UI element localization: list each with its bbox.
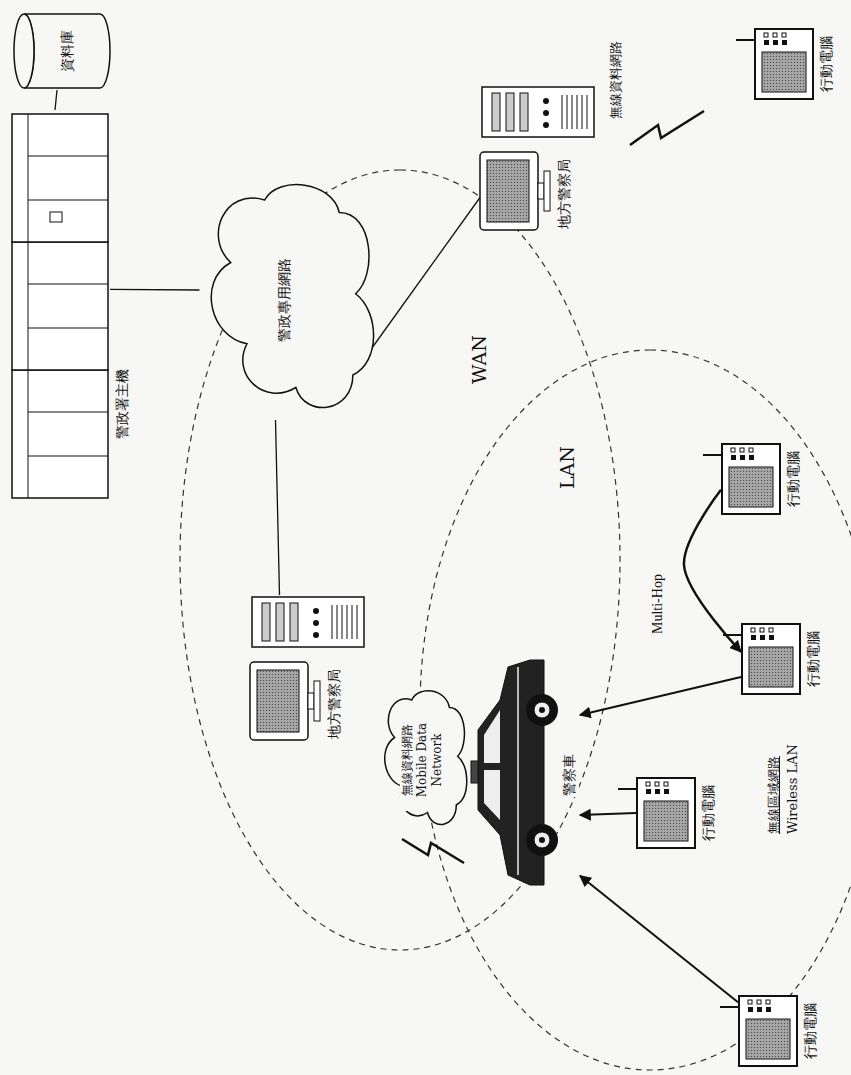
network-label: 無線區域網路 [766, 755, 782, 835]
wan-region [180, 170, 620, 950]
police-car-icon [470, 655, 560, 895]
node-label: 行動電腦 [802, 1002, 820, 1060]
node-label: 資料庫 [59, 29, 77, 73]
connector [55, 90, 57, 110]
police-station-pc-icon [250, 595, 368, 745]
network-label: Wireless LAN [785, 743, 801, 835]
edge-label: Multi-Hop [650, 573, 667, 635]
connector [110, 289, 200, 291]
police-station-pc: 地方警察局 [480, 85, 598, 235]
radio-bolt [630, 111, 704, 145]
node-label: 行動電腦 [700, 784, 718, 842]
connector [580, 813, 636, 815]
mobile-computer: 行動電腦 [636, 777, 696, 849]
network-label: 無線資料網路 [608, 40, 624, 120]
mobile-computer-icon [754, 28, 814, 100]
region-label: WAN [468, 334, 491, 385]
database-cylinder: 資料庫 [12, 12, 112, 90]
police-station-pc: 地方警察局 [250, 595, 368, 745]
mobile-computer-icon [741, 623, 801, 695]
node-label: 行動電腦 [818, 35, 836, 93]
network-cloud: 警政專用網路 [190, 175, 380, 425]
node-label: 地方警察局 [326, 668, 344, 740]
node-label: 警政署主機 [114, 368, 132, 440]
connector [580, 876, 738, 1002]
mobile-computer-icon [721, 443, 781, 515]
police-car: 警察車 [470, 655, 580, 895]
mainframe-host: 警政署主機 [10, 110, 110, 500]
mobile-computer: 行動電腦 [741, 623, 801, 695]
node-label: 警察車 [561, 753, 579, 797]
node-label: 無線資料網路 Mobile Data Network [400, 709, 445, 811]
mobile-computer-icon [738, 995, 798, 1067]
connector [580, 677, 741, 715]
node-label: 行動電腦 [785, 450, 803, 508]
network-cloud: 無線資料網路 Mobile Data Network [374, 685, 470, 835]
mobile-computer: 行動電腦 [721, 443, 781, 515]
connector [371, 198, 481, 351]
node-label: 警政專用網路 [276, 257, 294, 343]
lan-region [420, 350, 851, 1070]
connector [276, 420, 280, 595]
mobile-computer: 行動電腦 [738, 995, 798, 1067]
node-label: 行動電腦 [805, 630, 823, 688]
mobile-computer: 行動電腦 [754, 28, 814, 100]
police-station-pc-icon [480, 85, 598, 235]
region-label: LAN [556, 445, 579, 490]
mobile-computer-icon [636, 777, 696, 849]
mainframe-host-icon [10, 110, 110, 500]
radio-bolt [402, 839, 464, 863]
node-label: 地方警察局 [556, 158, 574, 230]
